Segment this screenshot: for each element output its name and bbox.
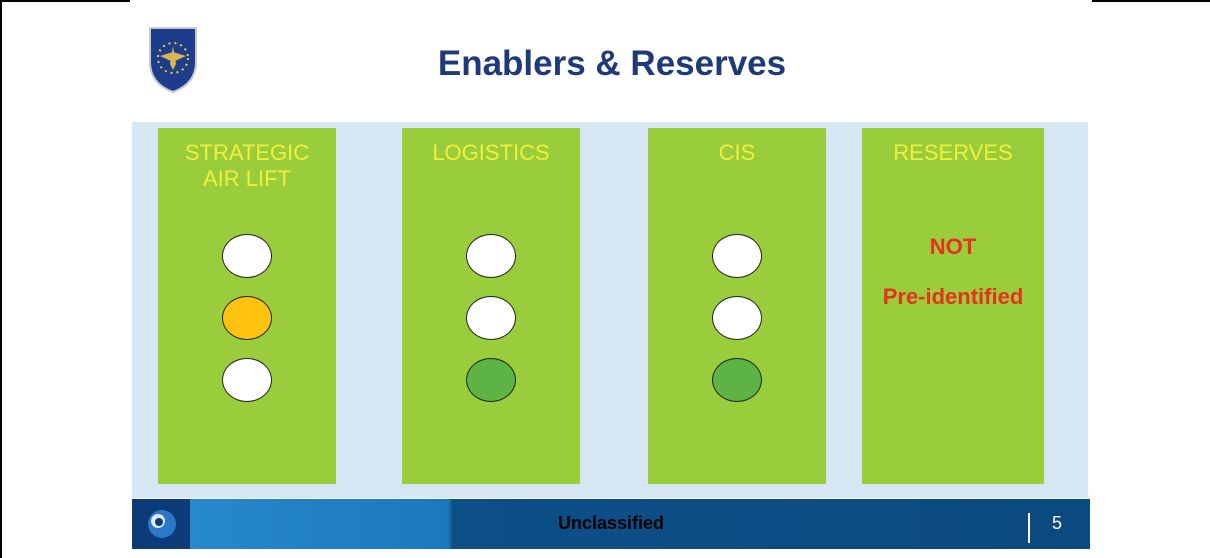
status-light-middle bbox=[466, 296, 516, 340]
column-heading-line1: CIS bbox=[718, 140, 756, 165]
classification-label: Unclassified bbox=[557, 513, 665, 533]
column-heading-line1: LOGISTICS bbox=[432, 140, 550, 165]
status-panel: STRATEGIC AIR LIFT LOGISTICS CIS bbox=[132, 122, 1088, 498]
frame-top-border bbox=[1092, 0, 1210, 2]
column-heading-line1: STRATEGIC bbox=[184, 140, 310, 165]
slide: Enablers & Reserves STRATEGIC AIR LIFT L… bbox=[132, 10, 1092, 558]
status-light-middle bbox=[712, 296, 762, 340]
reserves-status-line2: Pre-identified bbox=[882, 284, 1024, 309]
slide-title: Enablers & Reserves bbox=[437, 44, 787, 83]
column-reserves: RESERVES NOT Pre-identified bbox=[862, 128, 1044, 484]
status-light-bottom bbox=[222, 358, 272, 402]
column-heading: LOGISTICS bbox=[402, 140, 580, 166]
status-light-top bbox=[222, 234, 272, 278]
page-number: 5 bbox=[1052, 513, 1063, 533]
globe-icon bbox=[132, 499, 190, 549]
column-heading: STRATEGIC AIR LIFT bbox=[158, 140, 336, 192]
status-light-top bbox=[466, 234, 516, 278]
column-heading-line2: AIR LIFT bbox=[202, 166, 291, 191]
status-light-top bbox=[712, 234, 762, 278]
frame-top-border bbox=[0, 0, 130, 2]
column-heading: CIS bbox=[648, 140, 826, 166]
column-cis: CIS bbox=[648, 128, 826, 484]
footer-bar: Unclassified 5 bbox=[132, 499, 1090, 549]
column-heading-line1: RESERVES bbox=[893, 140, 1013, 165]
column-logistics: LOGISTICS bbox=[402, 128, 580, 484]
column-strategic-air-lift: STRATEGIC AIR LIFT bbox=[158, 128, 336, 484]
status-light-bottom bbox=[712, 358, 762, 402]
status-light-bottom bbox=[466, 358, 516, 402]
footer-divider bbox=[1028, 513, 1030, 543]
frame-left-border bbox=[0, 0, 2, 558]
column-heading: RESERVES bbox=[862, 140, 1044, 166]
status-light-middle bbox=[222, 296, 272, 340]
shield-emblem-icon bbox=[149, 27, 197, 94]
reserves-status-line1: NOT bbox=[929, 234, 977, 259]
